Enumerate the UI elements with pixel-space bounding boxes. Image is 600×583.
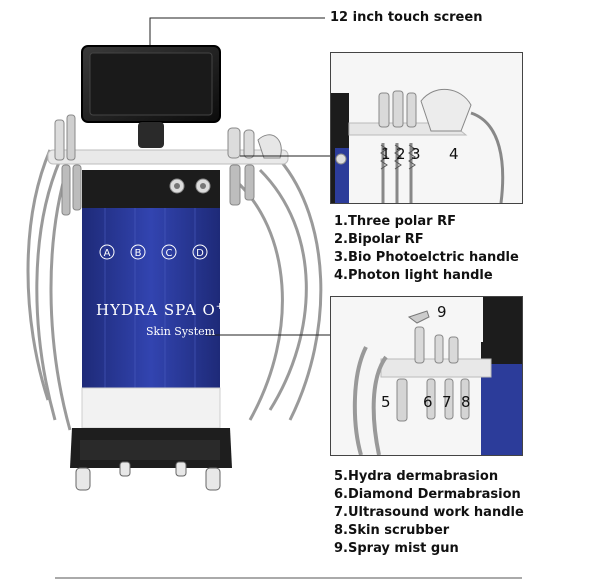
list-item: 3.Bio Photoelctric handle	[334, 250, 519, 265]
handle-number-3: 3	[411, 145, 421, 163]
mode-label-a: A	[104, 248, 111, 259]
mode-label-c: C	[166, 248, 173, 259]
top-inset-handles: 1 2 3 4	[330, 52, 523, 204]
handle-number-8: 8	[461, 393, 471, 411]
blue-panel-stripes	[104, 208, 196, 388]
brand-subtitle: Skin System	[146, 325, 216, 338]
list-item: 7.Ultrasound work handle	[334, 505, 524, 520]
right-handles	[227, 127, 282, 206]
brand-superscript: +	[216, 302, 225, 312]
list-item: 9.Spray mist gun	[334, 541, 459, 556]
bottom-inset-handles: 5 6 7 8 9	[330, 296, 523, 456]
brand-name: HYDRA SPA O+	[96, 301, 224, 319]
handle-number-6: 6	[423, 393, 433, 411]
screen-leader-line	[149, 17, 325, 58]
mode-label-d: D	[196, 248, 204, 259]
handle-number-7: 7	[442, 393, 452, 411]
lower-body	[81, 387, 221, 429]
right-hoses	[233, 159, 323, 421]
top-inset-image: 1 2 3 4	[331, 53, 522, 203]
handle-number-4: 4	[449, 145, 459, 163]
bottom-handle-list: 5.Hydra dermabrasion 6.Diamond Dermabras…	[334, 468, 524, 558]
list-item: 4.Photon light handle	[334, 268, 493, 283]
left-handles	[54, 114, 82, 216]
left-hoses	[26, 149, 72, 431]
handle-number-5: 5	[381, 393, 391, 411]
handle-number-9: 9	[437, 303, 447, 321]
list-item: 5.Hydra dermabrasion	[334, 469, 499, 484]
screen-stand	[138, 122, 164, 148]
handle-number-2: 2	[396, 145, 406, 163]
top-handle-list: 1.Three polar RF 2.Bipolar RF 3.Bio Phot…	[334, 213, 519, 285]
bottom-inset-image: 5 6 7 8 9	[331, 297, 522, 455]
wheels	[75, 461, 221, 491]
list-item: 2.Bipolar RF	[334, 232, 424, 247]
mode-label-b: B	[135, 248, 142, 259]
list-item: 1.Three polar RF	[334, 214, 456, 229]
list-item: 8.Skin scrubber	[334, 523, 450, 538]
handle-number-1: 1	[381, 145, 391, 163]
screen-callout-label: 12 inch touch screen	[330, 10, 483, 25]
list-item: 6.Diamond Dermabrasion	[334, 487, 521, 502]
